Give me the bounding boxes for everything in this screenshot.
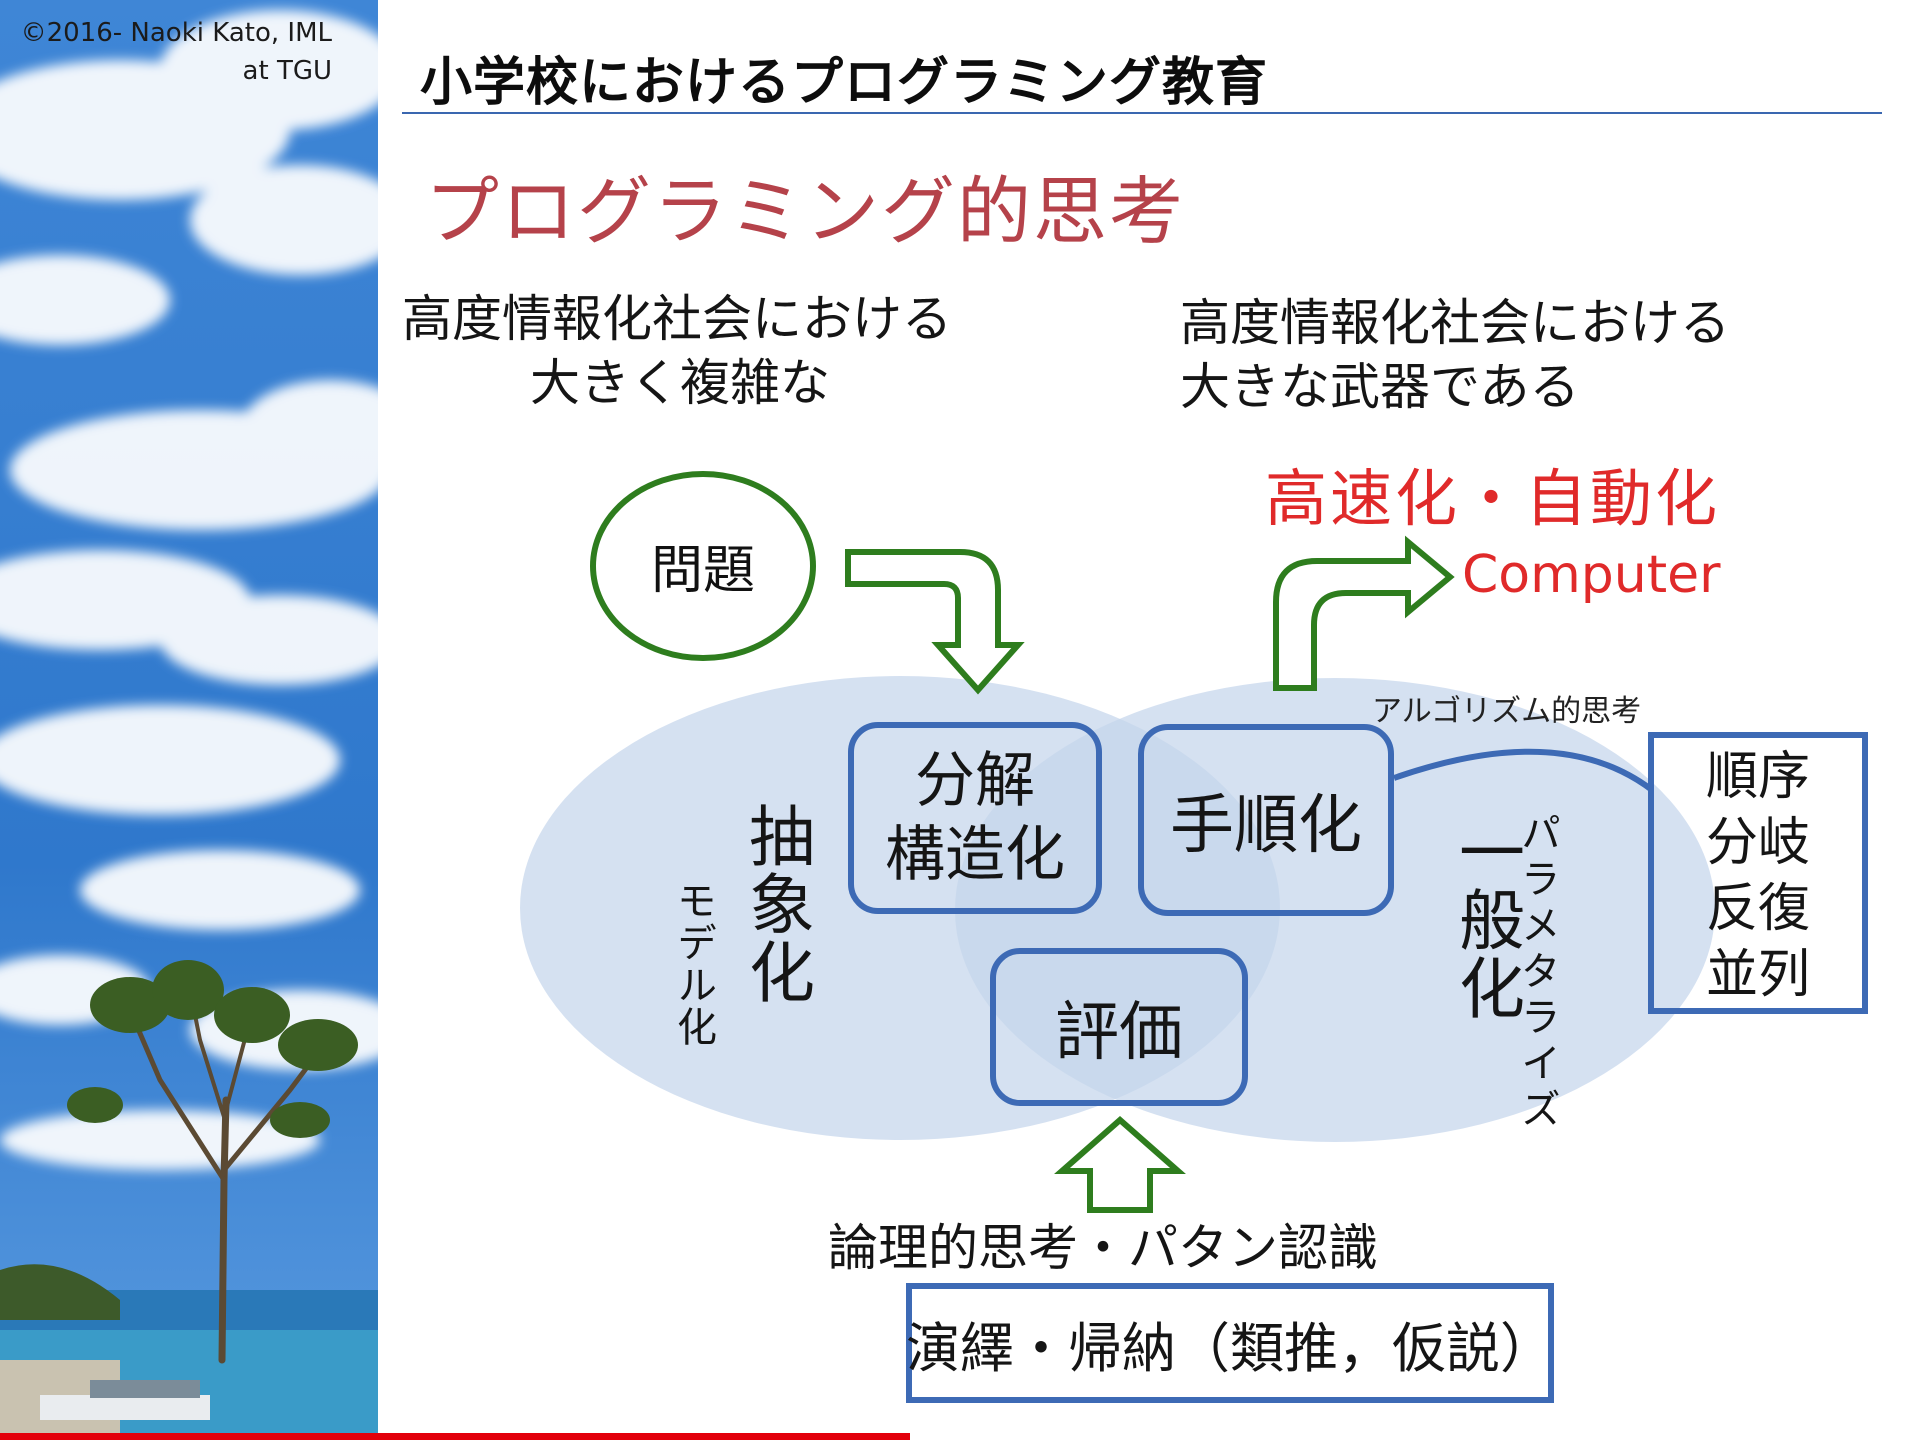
generalization-label: 一般化: [1448, 818, 1525, 1022]
copyright-notice: ©2016- Naoki Kato, IML at TGU: [12, 14, 332, 90]
abstraction-label: 抽象化: [738, 802, 815, 1006]
problem-label: 問題: [650, 541, 755, 601]
copyright-line1: ©2016- Naoki Kato, IML: [20, 18, 332, 48]
algorithmic-thinking-label: アルゴリズム的思考: [1372, 694, 1642, 729]
decompose-box: 分解 構造化: [848, 722, 1102, 914]
left-phrase-line2: 大きく複雑な: [530, 354, 830, 412]
evaluate-box: 評価: [990, 948, 1248, 1106]
arrow-problem-to-decompose: [845, 549, 1025, 695]
left-phrase: 高度情報化社会における 大きく複雑な: [402, 287, 952, 415]
control-sequence: 順序: [1705, 747, 1810, 807]
control-structures-box: 順序 分岐 反復 並列: [1648, 732, 1868, 1014]
parameterize-label: パラメタライズ: [1514, 812, 1560, 1134]
logical-thinking-label: 論理的思考・パタン認識: [828, 1219, 1378, 1277]
decompose-line1: 分解: [915, 746, 1035, 816]
control-parallel: 並列: [1705, 945, 1810, 1005]
reasoning-box: 演繹・帰納（類推，仮説）: [906, 1283, 1554, 1403]
procedure-box: 手順化: [1138, 724, 1394, 916]
left-phrase-line1: 高度情報化社会における: [402, 290, 952, 348]
copyright-line2: at TGU: [242, 56, 332, 86]
computer-label: Computer: [1462, 545, 1721, 605]
arrow-logic-to-evaluate: [1054, 1116, 1186, 1213]
evaluate-label: 評価: [1055, 996, 1183, 1070]
slide-subtitle: プログラミング的思考: [425, 169, 1185, 255]
decompose-line2: 構造化: [885, 820, 1065, 890]
reasoning-label: 演繹・帰納（類推，仮説）: [906, 1316, 1554, 1380]
title-underline: [402, 112, 1882, 114]
control-branch: 分岐: [1705, 813, 1810, 873]
connector-procedure-control: [1393, 748, 1654, 793]
speed-automation-label: 高速化・自動化: [1265, 462, 1721, 535]
footer-red-bar: [0, 1433, 910, 1440]
control-loop: 反復: [1705, 879, 1810, 939]
arrow-to-computer: [1273, 535, 1455, 691]
right-phrase: 高度情報化社会における 大きな武器である: [1180, 291, 1730, 419]
background-photo: [0, 0, 378, 1440]
modeling-label: モデル化: [670, 880, 716, 1048]
procedure-label: 手順化: [1170, 789, 1362, 863]
right-phrase-line2: 大きな武器である: [1180, 358, 1580, 416]
problem-circle: [590, 471, 816, 661]
right-phrase-line1: 高度情報化社会における: [1180, 294, 1730, 352]
slide-title: 小学校におけるプログラミング教育: [420, 53, 1269, 113]
